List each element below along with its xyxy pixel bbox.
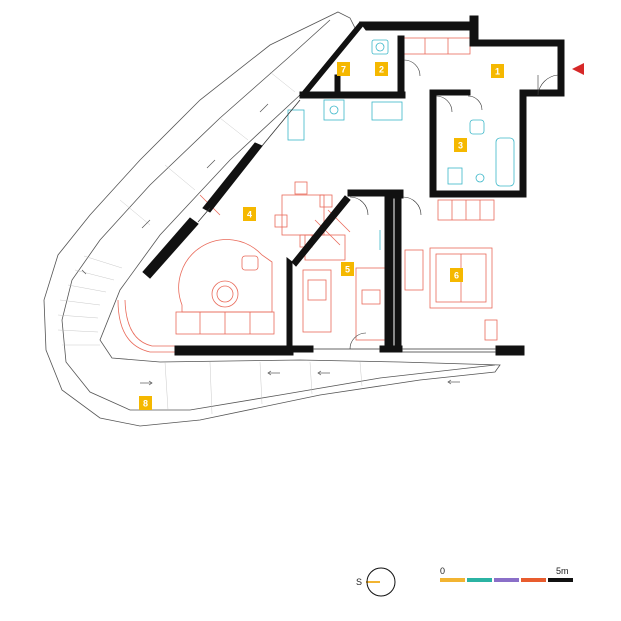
north-compass: S (356, 567, 396, 597)
fixtures (287, 39, 515, 250)
windows (197, 99, 496, 353)
svg-text:5m: 5m (556, 566, 569, 576)
svg-text:8: 8 (143, 399, 148, 409)
room-label-8: 8 (139, 396, 152, 410)
scale-segment-1 (440, 578, 465, 582)
terrace-deck-lines (57, 71, 363, 415)
svg-text:0: 0 (440, 566, 445, 576)
svg-text:7: 7 (341, 65, 346, 75)
svg-text:4: 4 (247, 210, 252, 220)
svg-text:2: 2 (379, 65, 384, 75)
entrance-arrow-icon (572, 63, 584, 75)
scale-bar: 0 5m (440, 566, 573, 582)
scale-segment-3 (494, 578, 519, 582)
svg-text:3: 3 (458, 141, 463, 151)
room-label-6: 6 (450, 268, 463, 282)
svg-text:1: 1 (495, 67, 500, 77)
room-label-4: 4 (243, 207, 256, 221)
room-label-5: 5 (341, 262, 354, 276)
svg-text:6: 6 (454, 271, 459, 281)
room-label-7: 7 (337, 62, 350, 76)
scale-segment-2 (467, 578, 492, 582)
scale-segment-5 (548, 578, 573, 582)
room-label-2: 2 (375, 62, 388, 76)
room-label-3: 3 (454, 138, 467, 152)
living-room-furniture (117, 181, 333, 353)
scale-segment-4 (521, 578, 546, 582)
room-label-1: 1 (491, 64, 504, 78)
terrace-outline (43, 11, 501, 427)
door-swings (349, 59, 559, 350)
svg-text:5: 5 (345, 265, 350, 275)
hall-wardrobe (401, 37, 471, 55)
walls (142, 15, 565, 356)
terrace-arrows (81, 103, 460, 386)
svg-text:S: S (356, 577, 362, 587)
